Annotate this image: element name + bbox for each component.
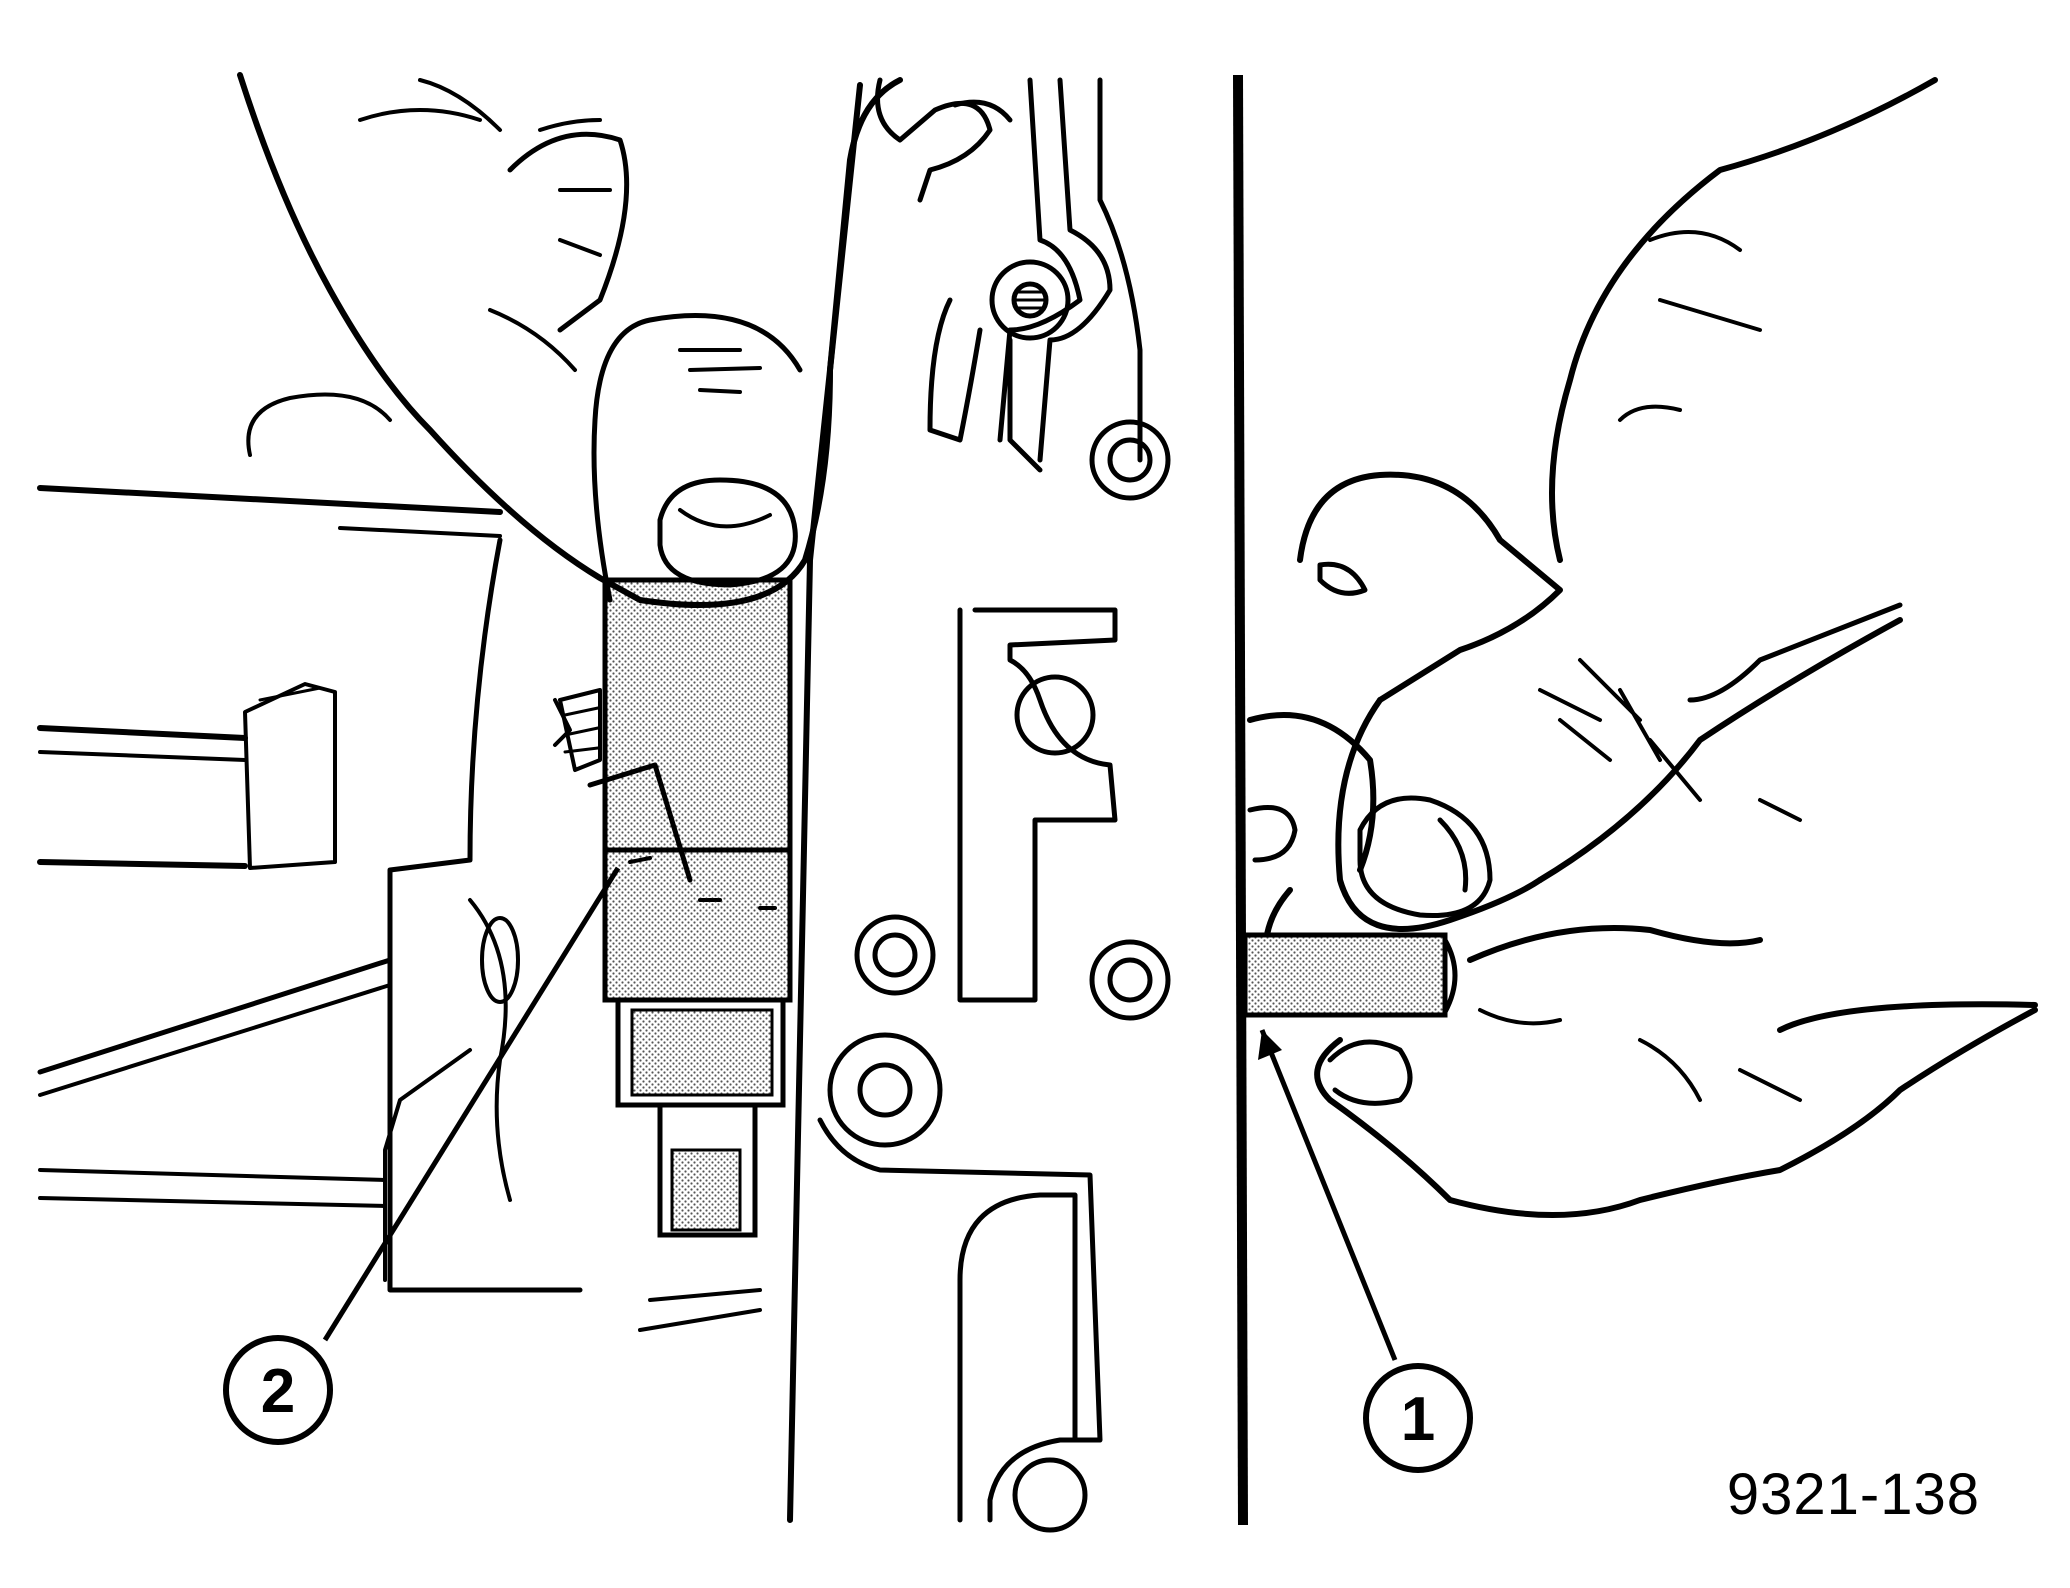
callout-2-leader — [322, 866, 621, 1342]
callout-1-number: 1 — [1401, 1385, 1435, 1454]
left-housing — [37, 392, 583, 1293]
callout-1-arrowhead — [1258, 1030, 1282, 1060]
right-hand — [1242, 77, 2038, 1218]
callout-2: 2 — [223, 1335, 333, 1445]
divider-line — [1233, 74, 1248, 1526]
sensor-assembly — [553, 577, 793, 1332]
callout-1: 1 — [1363, 1363, 1473, 1473]
callout-2-number: 2 — [261, 1357, 295, 1426]
figure-id-label: 9321-138 — [1726, 1462, 1980, 1527]
left-hand — [237, 72, 903, 608]
callout-1-leader — [1259, 1029, 1398, 1361]
valve-body — [787, 77, 1171, 1533]
